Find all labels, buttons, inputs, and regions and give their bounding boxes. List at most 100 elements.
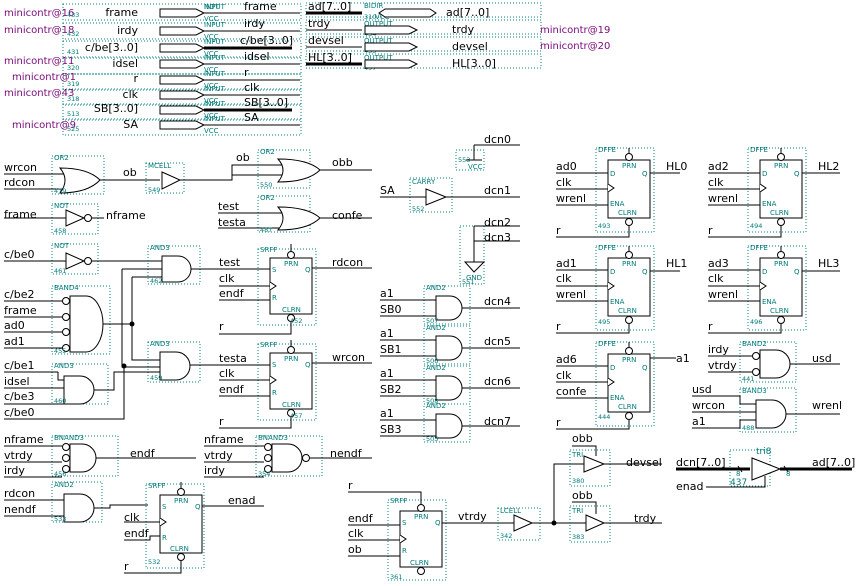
- svg-text:SA: SA: [380, 184, 395, 197]
- and3-gate-488[interactable]: BAND3 usd wrcon a1 488 wrenl: [692, 383, 842, 433]
- svg-text:CLRN: CLRN: [170, 545, 189, 553]
- srff-flipflop-457[interactable]: SRFF PRN CLRN S R Q testa clk endf r wrc…: [219, 340, 372, 429]
- input-pin-clk[interactable]: minicontr@43 318 clk INPUT VCC clk: [4, 81, 302, 106]
- dffe-flipflop-495[interactable]: DFFE PRN CLRN D ENA Q ad1 clk wrenl r HL…: [556, 244, 687, 334]
- and2-gate-505[interactable]: AND2 a1 SB3 505 dcn7: [380, 402, 520, 443]
- input-pin-idsel[interactable]: minicontr@11 320 idsel INPUT VCC idsel: [4, 50, 302, 75]
- svg-text:r: r: [556, 416, 561, 429]
- svg-text:AND3: AND3: [150, 340, 170, 348]
- svg-text:VCC: VCC: [204, 15, 219, 23]
- not-gate-458[interactable]: NOT frame 458 nframe: [4, 202, 146, 235]
- dffe-flipflop-494[interactable]: DFFE PRN CLRN D ENA Q ad2 clk wrenl r HL…: [708, 146, 840, 238]
- svg-text:CLRN: CLRN: [770, 307, 789, 315]
- input-pin-sb[interactable]: 513 SB[3..0] INPUT VCC SB[3..0]: [62, 96, 302, 121]
- or2-gate-479[interactable]: OR2 wrcon rdcon 479 ob: [4, 154, 160, 195]
- svg-text:a1: a1: [380, 327, 394, 340]
- svg-text:SA: SA: [244, 111, 259, 124]
- svg-text:irdy: irdy: [708, 343, 729, 356]
- svg-text:TRI: TRI: [571, 507, 583, 515]
- svg-text:Q: Q: [794, 170, 800, 178]
- svg-text:c/be1: c/be1: [4, 359, 35, 372]
- tri-buffer-380[interactable]: TRI obb 380 devsel: [569, 432, 662, 487]
- svg-text:rdcon: rdcon: [332, 256, 363, 269]
- lcell-buffer-342[interactable]: LCELL vtrdy 342: [458, 463, 586, 541]
- output-pin-devsel[interactable]: devsel OUTPUT 435 devsel minicontr@20: [305, 34, 610, 55]
- srff-flipflop-452[interactable]: SRFF PRN CLRN S R Q test clk endf r rdco…: [219, 244, 372, 335]
- svg-text:SB3: SB3: [380, 423, 402, 436]
- svg-text:ENA: ENA: [610, 200, 625, 208]
- svg-text:r: r: [124, 560, 129, 573]
- and3-gate-460[interactable]: AND3 c/be1 idsel c/be3 c/be0 460: [4, 359, 125, 420]
- svg-text:nframe: nframe: [204, 433, 244, 446]
- svg-text:usd: usd: [692, 383, 712, 396]
- output-pin-trdy[interactable]: trdy OUTPUT 434 trdy minicontr@19: [305, 17, 610, 38]
- svg-text:dcn1: dcn1: [484, 184, 511, 197]
- and2-gate-507[interactable]: AND2 a1 SB0 507 dcn4: [380, 284, 520, 325]
- svg-text:488: 488: [742, 424, 754, 432]
- gnd-source-551[interactable]: dcn2 dcn3 GND 551: [459, 216, 520, 286]
- and3-gate-462[interactable]: AND3 462: [122, 244, 280, 285]
- input-pin-cbe[interactable]: 431 c/be[3..0] INPUT VCC c/be[3..0]: [62, 34, 302, 58]
- svg-text:HL0: HL0: [666, 160, 687, 173]
- svg-text:c/be3: c/be3: [4, 390, 35, 403]
- tri-buffer-383[interactable]: TRI obb 383 trdy: [569, 489, 662, 543]
- svg-text:AND2: AND2: [426, 364, 446, 372]
- svg-text:BNAND3: BNAND3: [54, 434, 84, 442]
- svg-text:320: 320: [67, 64, 79, 72]
- svg-text:ENA: ENA: [762, 298, 777, 306]
- input-pin-r[interactable]: minicontr@1 319 r INPUT VCC r: [12, 66, 302, 91]
- and2-gate-506[interactable]: AND2 a1 SB1 506 dcn5: [380, 324, 520, 365]
- svg-text:devsel: devsel: [626, 456, 662, 469]
- or2-gate-550[interactable]: OR2 ob 550 obb: [236, 148, 372, 189]
- svg-text:ad0: ad0: [4, 319, 25, 332]
- svg-text:r: r: [348, 479, 353, 492]
- svg-text:461: 461: [54, 267, 66, 275]
- svg-text:318: 318: [67, 95, 79, 103]
- svg-text:CLRN: CLRN: [282, 306, 301, 314]
- svg-text:Q: Q: [305, 266, 311, 274]
- bidir-pin-ad[interactable]: ad[7..0] BIDIR 310 VCC ad[7..0]: [305, 0, 542, 21]
- svg-text:PRN: PRN: [774, 260, 788, 268]
- or2-gate-487[interactable]: OR2 test testa 487 confe: [218, 194, 372, 234]
- svg-text:549: 549: [148, 186, 160, 194]
- input-pin-irdy[interactable]: minicontr@18 432 irdy INPUT VCC irdy: [4, 17, 302, 41]
- band3-gate-456[interactable]: BNAND3 nframe vtrdy irdy 456 endf: [4, 433, 196, 478]
- svg-text:CLRN: CLRN: [282, 401, 301, 409]
- svg-text:clk: clk: [556, 176, 572, 189]
- bnand3-gate-354[interactable]: BNAND3 nframe vtrdy irdy 354 nendf: [204, 433, 372, 478]
- band4-gate-455[interactable]: BAND4 c/be2 frame ad0 ad1 455: [4, 277, 160, 361]
- svg-text:enad: enad: [228, 494, 255, 507]
- svg-text:minicontr@11: minicontr@11: [4, 56, 74, 67]
- svg-text:INPUT: INPUT: [204, 21, 226, 29]
- svg-text:456: 456: [54, 470, 66, 478]
- and3-gate-459[interactable]: AND3 459: [121, 269, 281, 383]
- svg-text:CARRY: CARRY: [412, 178, 436, 186]
- input-pin-frame[interactable]: minicontr@16 433 frame NOT INPUT VCC fra…: [4, 0, 302, 23]
- carry-buffer-552[interactable]: CARRY SA 552 dcn1: [380, 177, 520, 213]
- svg-text:R: R: [162, 534, 167, 542]
- and2-gate-508[interactable]: AND2 a1 SB2 508 dcn6: [380, 364, 520, 405]
- svg-text:OUTPUT: OUTPUT: [364, 54, 393, 62]
- input-pin-sa[interactable]: minicontr@9 525 SA INPUT VCC SA: [12, 111, 302, 136]
- tri8-buffer-437[interactable]: tri8 dcn[7..0] enad 8 8 437 ad[7..0]: [676, 447, 855, 493]
- dffe-flipflop-444[interactable]: DFFE PRN CLRN D ENA Q ad6 clk confe r a1…: [556, 340, 690, 430]
- dffe-flipflop-493[interactable]: DFFE PRN CLRN D ENA Q ad0 clk wrenl r HL…: [556, 146, 687, 238]
- vcc-source-553[interactable]: VCC 553 dcn0: [455, 133, 520, 171]
- svg-text:Q: Q: [195, 503, 201, 511]
- srff-flipflop-532[interactable]: SRFF PRN CLRN S R Q clk endf r enad 532: [124, 482, 264, 574]
- dffe-flipflop-496[interactable]: DFFE PRN CLRN D ENA Q ad3 clk wrenl r HL…: [708, 244, 840, 334]
- svg-text:AND3: AND3: [54, 362, 74, 370]
- band2-gate-441[interactable]: BAND2 irdy vtrdy 441 usd: [708, 340, 840, 383]
- not-gate-461[interactable]: NOT c/be0 461: [4, 242, 162, 275]
- svg-text:SB[3..0]: SB[3..0]: [244, 96, 288, 109]
- output-pin-hl[interactable]: HL[3..0] OUTPUT 497 HL[3..0]: [305, 51, 542, 72]
- svg-text:confe: confe: [332, 209, 363, 222]
- svg-text:R: R: [272, 389, 277, 397]
- srff-flipflop-361[interactable]: SRFF PRN CLRN S R Q r endf clk ob 361: [348, 479, 516, 581]
- mcell-buffer-549[interactable]: MCELL 549: [145, 162, 282, 194]
- svg-text:trdy: trdy: [452, 23, 475, 36]
- svg-text:HL[3..0]: HL[3..0]: [452, 57, 496, 70]
- and2-gate-533[interactable]: AND2 rdcon nendf 533: [4, 481, 148, 523]
- svg-text:ad0: ad0: [556, 160, 577, 173]
- svg-text:minicontr@19: minicontr@19: [540, 25, 610, 36]
